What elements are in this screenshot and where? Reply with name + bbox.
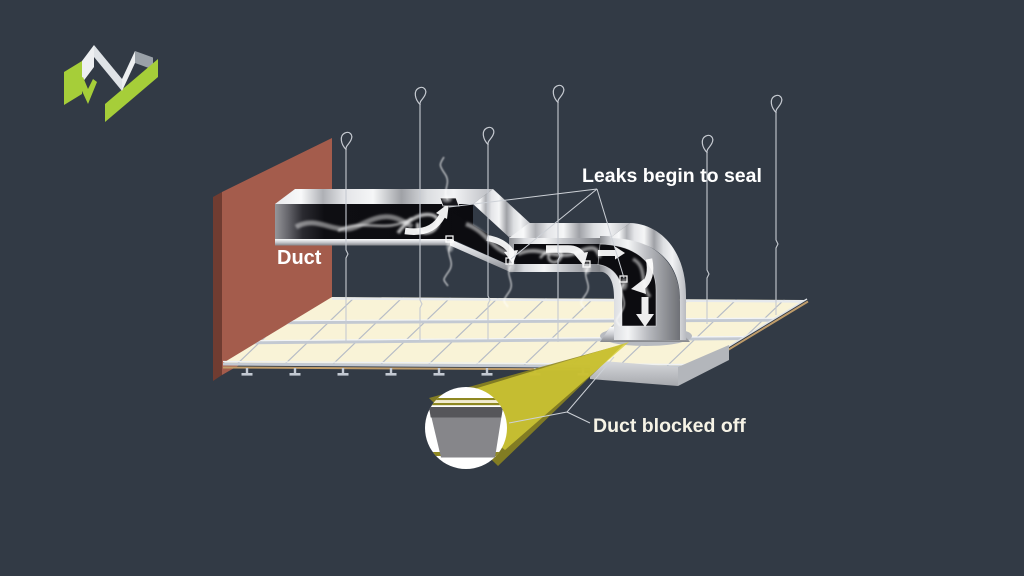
curved-flow-arrow-icon xyxy=(404,203,449,235)
duct-label: Duct xyxy=(277,247,322,269)
leaks-seal-label: Leaks begin to seal xyxy=(582,165,762,187)
hanger-wires xyxy=(340,84,783,342)
blocked-duct-callout xyxy=(425,387,507,469)
curved-flow-arrow-icon xyxy=(486,235,518,264)
leak-leader-lines xyxy=(448,188,625,279)
hanger-wire xyxy=(701,134,714,324)
hanger-wire xyxy=(482,126,495,342)
blocked-register xyxy=(429,407,503,458)
curved-flow-arrow-icon xyxy=(631,258,654,294)
duct-blocked-label: Duct blocked off xyxy=(593,415,746,437)
aeroseal-logo-icon xyxy=(64,45,158,122)
curved-flow-arrow-icon xyxy=(546,245,588,266)
blocked-leader-lines xyxy=(508,356,615,424)
hanger-wire xyxy=(414,86,427,342)
airflow-arrows xyxy=(404,203,654,327)
hanger-wire xyxy=(340,131,353,342)
hanger-wire xyxy=(770,94,783,315)
hanger-wire xyxy=(552,84,565,342)
duct-top-face xyxy=(275,189,493,204)
down-flow-arrow-icon xyxy=(636,297,654,327)
duct-assembly xyxy=(275,156,686,340)
leak-markers xyxy=(439,156,628,327)
